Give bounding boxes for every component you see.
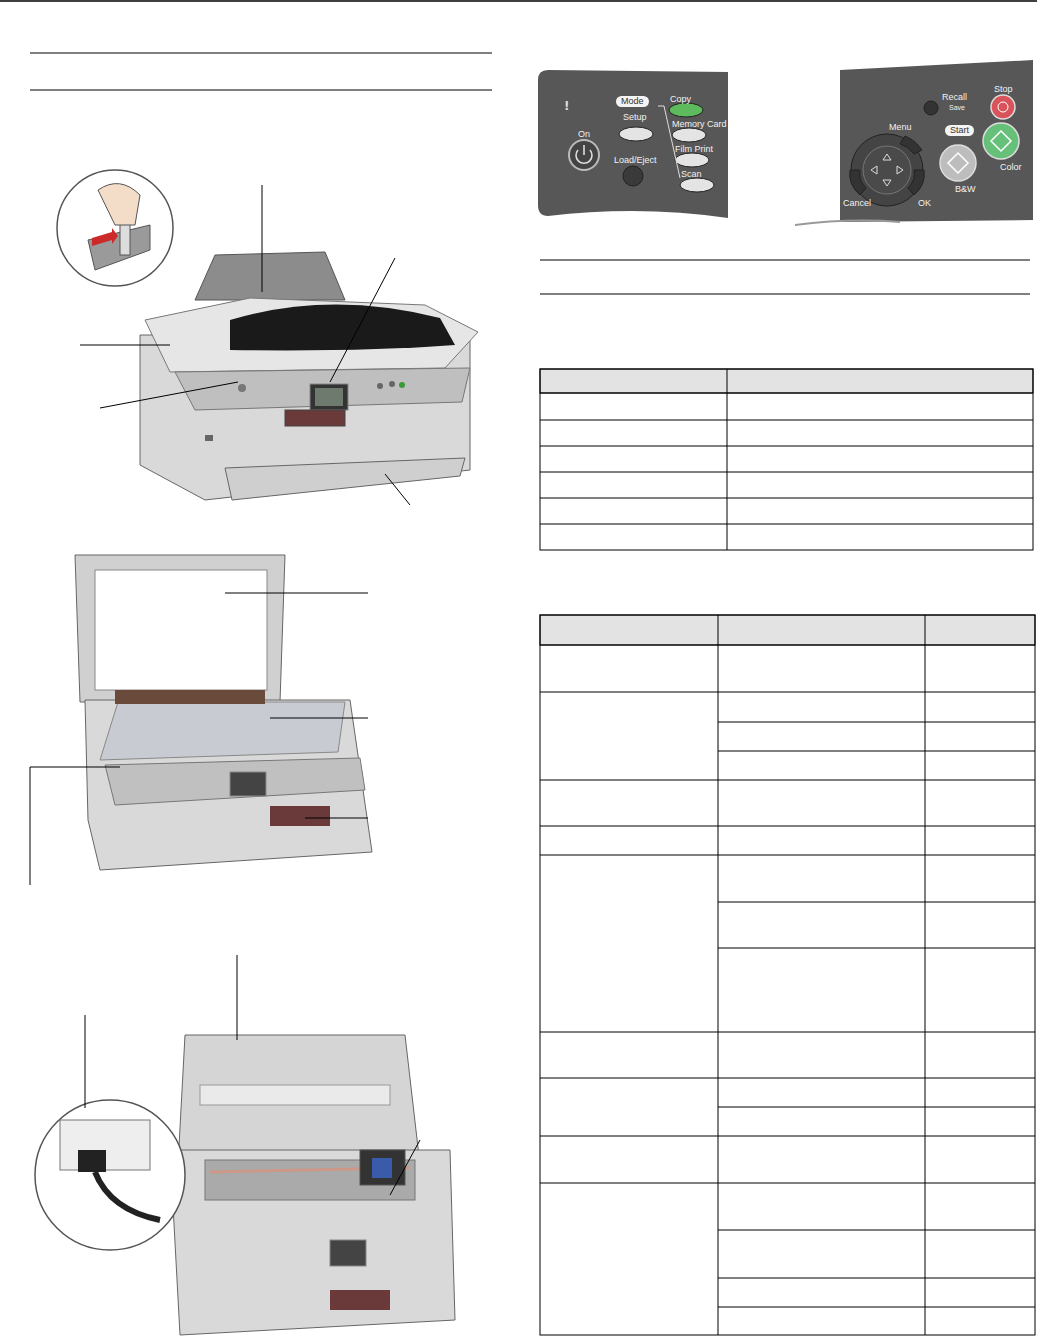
button-label: On xyxy=(578,129,590,140)
start-badge: Start xyxy=(945,125,974,136)
svg-text:!: ! xyxy=(564,99,569,113)
button-label: Color xyxy=(1000,162,1022,173)
button-label: Load/Eject xyxy=(614,155,657,166)
button-label: Recall xyxy=(942,92,967,103)
button-label: Scan xyxy=(681,169,702,180)
button-label: Film Print xyxy=(675,144,713,155)
button-label: Setup xyxy=(623,112,647,123)
button-label: Copy xyxy=(670,94,691,105)
button-label: Save xyxy=(949,104,965,112)
mode-badge: Mode xyxy=(616,96,649,107)
button-label: Stop xyxy=(994,84,1013,95)
button-label: OK xyxy=(918,198,931,209)
button-label: Cancel xyxy=(843,198,871,209)
button-label: B&W xyxy=(955,184,976,195)
button-label: Menu xyxy=(889,122,912,133)
button-label: Memory Card xyxy=(672,119,727,130)
